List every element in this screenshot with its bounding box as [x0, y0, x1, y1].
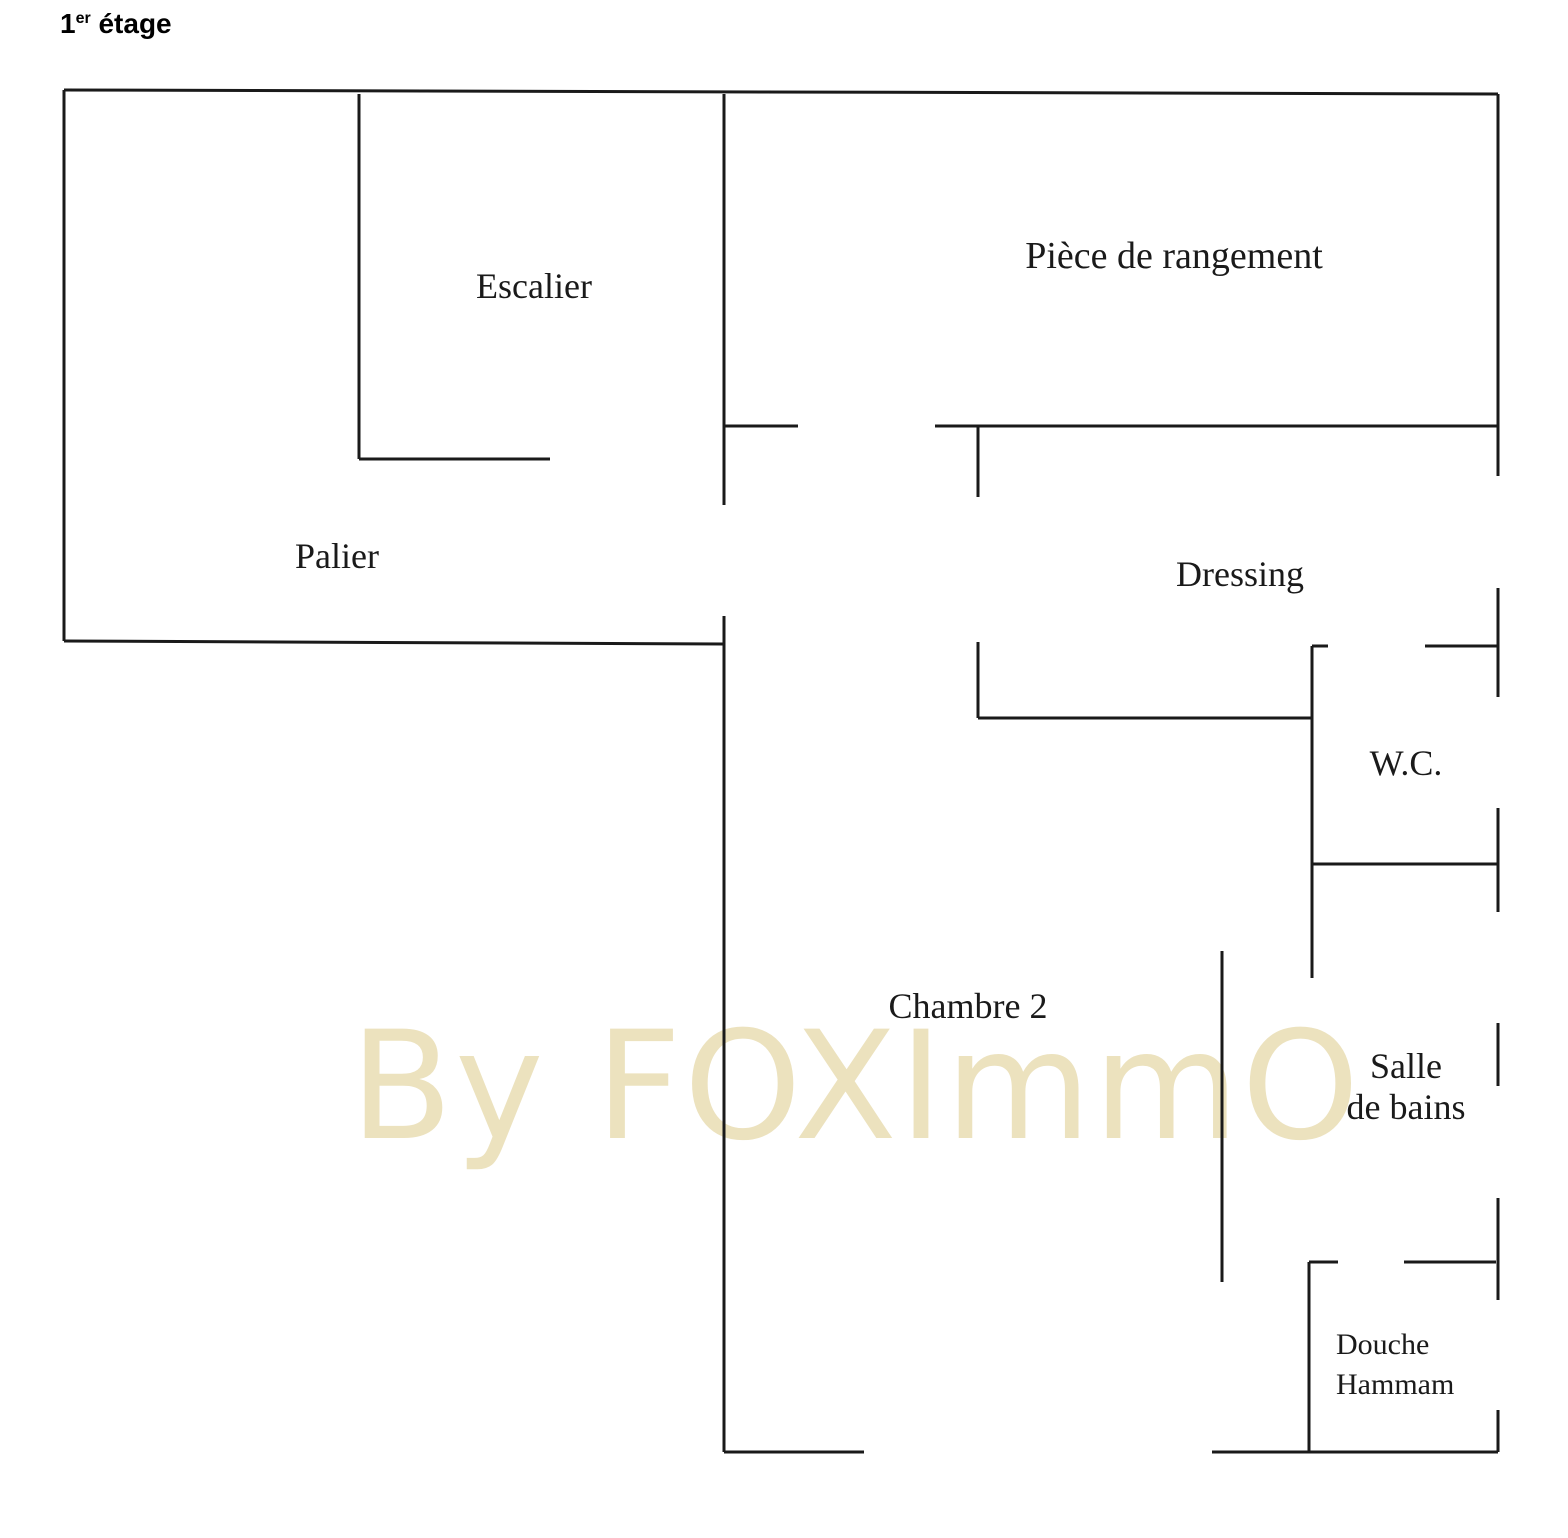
walls [62, 88, 1500, 1454]
page-title: 1er étage [60, 8, 172, 40]
floor-superscript: er [75, 10, 91, 27]
room-label-salle-line2: de bains [1347, 1087, 1466, 1127]
room-label-douche-line2: Hammam [1336, 1368, 1454, 1401]
room-label-escalier: Escalier [476, 266, 592, 306]
floor-number: 1 [60, 8, 76, 39]
room-label-piece-rangement: Pièce de rangement [1025, 235, 1323, 277]
room-label-dressing: Dressing [1176, 554, 1304, 594]
room-label-salle-line1: Salle [1370, 1046, 1442, 1086]
room-labels: Escalier Pièce de rangement Palier Dress… [295, 235, 1465, 1401]
room-label-chambre: Chambre 2 [889, 986, 1048, 1026]
room-label-wc: W.C. [1370, 743, 1443, 783]
floor-word: étage [98, 8, 172, 39]
room-label-douche-line1: Douche [1336, 1328, 1429, 1361]
room-label-palier: Palier [295, 536, 379, 576]
